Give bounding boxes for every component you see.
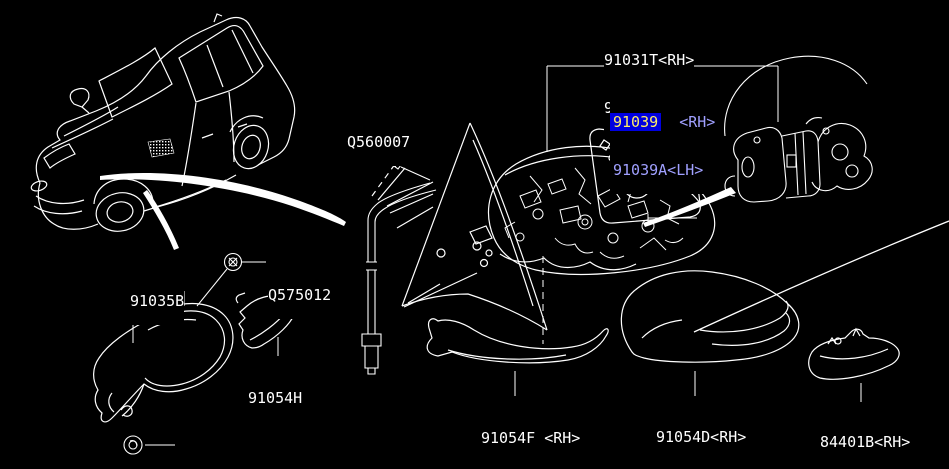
label-91054de[interactable]: 91054D<RH> 91054E <LH> — [656, 397, 756, 469]
label-w300021[interactable]: W300021 — [177, 436, 241, 469]
label-91031-line1[interactable]: 91031T<RH> — [604, 51, 695, 69]
wiring-harness — [361, 182, 437, 375]
folded-mirror-assembly — [93, 302, 234, 423]
diagram-code: A913001119 — [850, 456, 941, 469]
flange-nut-icon — [123, 435, 143, 455]
label-91039-selected[interactable]: 91039 <RH> 91039A<LH> — [610, 82, 716, 194]
door-sail-panel — [371, 122, 548, 331]
mirror-actuator-unit — [724, 55, 873, 203]
label-91035b[interactable]: 91035B — [130, 261, 185, 325]
label-q575012[interactable]: Q575012 — [268, 255, 332, 319]
vehicle-illustration — [30, 13, 296, 232]
gate-trim-strip — [808, 327, 900, 380]
label-91054h[interactable]: 91054H — [248, 358, 303, 422]
mirror-outer-cap — [620, 270, 800, 363]
machine-screw-icon — [223, 252, 243, 272]
label-q560007[interactable]: Q560007 — [347, 102, 411, 166]
label-91039-highlight[interactable]: 91039 — [610, 113, 662, 131]
label-91054fg[interactable]: 91054F <RH> 91054G<LH> — [481, 398, 581, 469]
label-91039-suffix: <RH> — [661, 113, 716, 131]
label-91039-line2[interactable]: 91039A<LH> — [613, 161, 704, 179]
pointer-swoosh — [100, 172, 736, 250]
mirror-lower-cover — [426, 318, 609, 364]
